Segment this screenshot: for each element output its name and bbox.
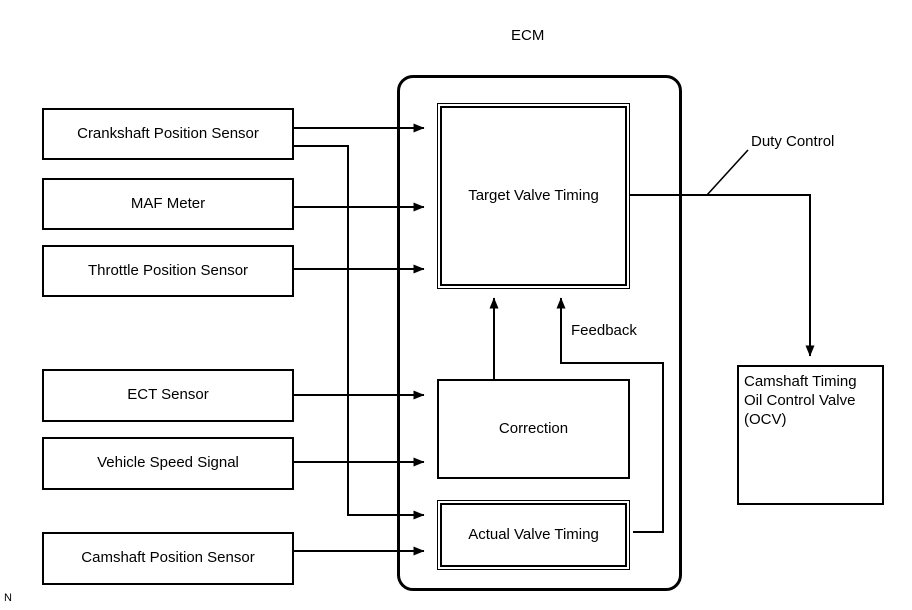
- ecm-block-actual-valve-timing: Actual Valve Timing: [436, 499, 631, 571]
- sensor-box-ect-sensor: ECT Sensor: [42, 369, 294, 422]
- link-actual-to-target-feedback: [556, 297, 664, 533]
- signal-label-duty-control: Duty Control: [751, 133, 835, 150]
- sensor-label: Throttle Position Sensor: [87, 261, 249, 279]
- ecm-block-correction: Correction: [437, 379, 630, 479]
- sensor-label: Crankshaft Position Sensor: [77, 124, 259, 142]
- ecm-container: [397, 75, 682, 591]
- ecm-block-target-valve-timing: Target Valve Timing: [436, 102, 631, 290]
- ecm-block-label: Target Valve Timing: [468, 186, 599, 204]
- actuator-label-line-3: (OCV): [744, 410, 787, 428]
- ecm-block-label: Correction: [498, 419, 569, 437]
- sensor-box-throttle-position-sensor: Throttle Position Sensor: [42, 245, 294, 297]
- actuator-label-line-2: Oil Control Valve: [744, 391, 856, 409]
- ecm-block-label: Actual Valve Timing: [468, 525, 599, 543]
- sensor-box-maf-meter: MAF Meter: [42, 178, 294, 230]
- sensor-label: MAF Meter: [130, 194, 206, 212]
- sensor-box-vehicle-speed-signal: Vehicle Speed Signal: [42, 437, 294, 490]
- duty-control-leader-line: [706, 149, 749, 196]
- sensor-box-crankshaft-position-sensor: Crankshaft Position Sensor: [42, 108, 294, 160]
- sensor-label: Camshaft Position Sensor: [81, 549, 255, 567]
- sensor-label: Vehicle Speed Signal: [97, 454, 239, 472]
- link-crankshaft-to-actual: [294, 145, 425, 520]
- signal-label-feedback: Feedback: [571, 322, 637, 339]
- ecm-title: ECM: [511, 27, 545, 44]
- sensor-box-camshaft-position-sensor: Camshaft Position Sensor: [42, 532, 294, 585]
- actuator-label: Camshaft Timing Oil Control Valve (OCV): [744, 373, 857, 429]
- actuator-box-camshaft-timing-oil-control-valve: Camshaft Timing Oil Control Valve (OCV): [737, 365, 884, 505]
- page-corner-mark: N: [4, 592, 12, 604]
- actuator-label-line-1: Camshaft Timing: [744, 373, 857, 390]
- sensor-label: ECT Sensor: [127, 386, 209, 404]
- link-target-to-ocv-duty-control: [630, 194, 815, 357]
